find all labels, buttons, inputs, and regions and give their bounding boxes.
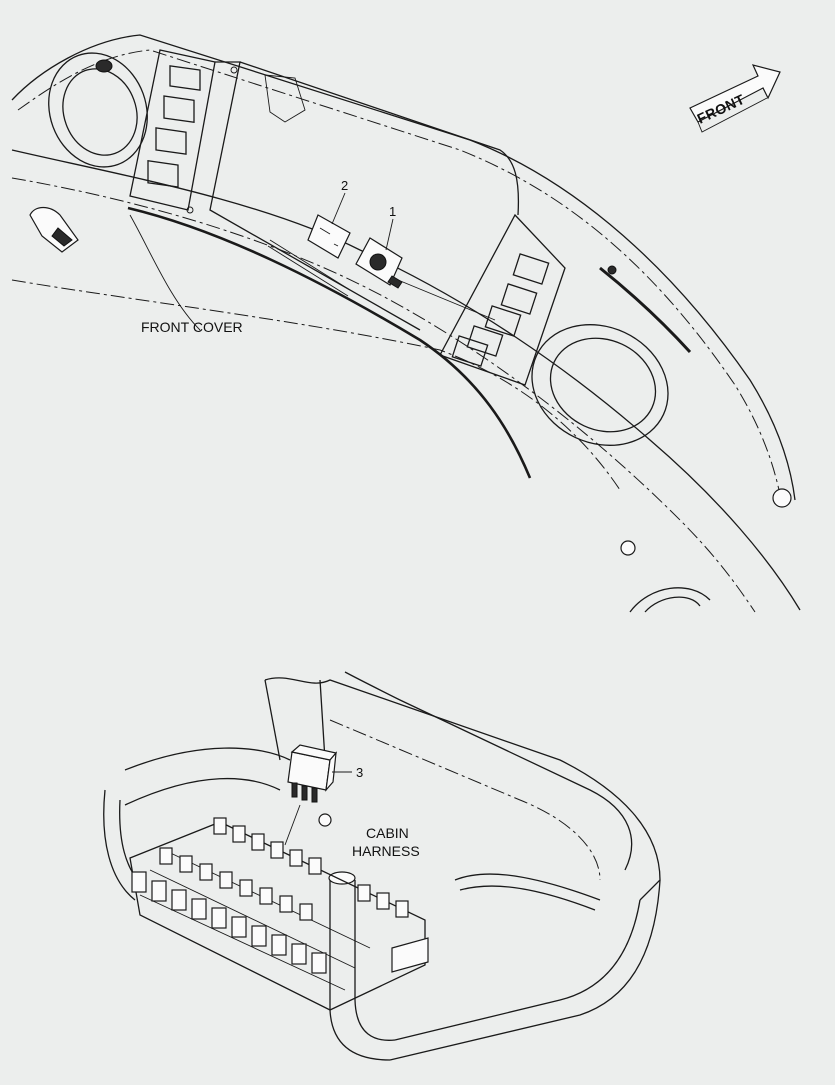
front-cover-label: FRONT COVER: [141, 319, 243, 335]
switch-cover-part: [307, 214, 351, 259]
switch-part: [355, 237, 403, 289]
callout-1: 1: [385, 204, 396, 251]
dashboard-view: 1 2 FRONT COVER: [11, 34, 801, 613]
cabin-harness-label-line1: CABIN: [366, 825, 409, 841]
svg-text:1: 1: [389, 204, 396, 219]
harness-view: 3 CABIN HARNESS: [103, 671, 661, 1061]
left-switch-panel: [129, 49, 238, 214]
svg-text:2: 2: [341, 178, 348, 193]
left-vent: [29, 206, 79, 253]
callout-2: 2: [331, 178, 348, 225]
fuse-row-front: [131, 871, 327, 974]
left-gauge: [48, 52, 148, 168]
relay-part: [284, 744, 338, 846]
callout-3: 3: [332, 765, 363, 780]
fuse-block: [129, 817, 429, 1011]
fuse-row-lower: [159, 847, 313, 921]
fuse-row-upper: [213, 817, 409, 918]
right-gauge: [531, 324, 669, 446]
right-switch-panel: [439, 213, 566, 386]
cabin-harness-label-line2: HARNESS: [352, 843, 420, 859]
svg-text:3: 3: [356, 765, 363, 780]
front-arrow: FRONT: [689, 64, 781, 133]
